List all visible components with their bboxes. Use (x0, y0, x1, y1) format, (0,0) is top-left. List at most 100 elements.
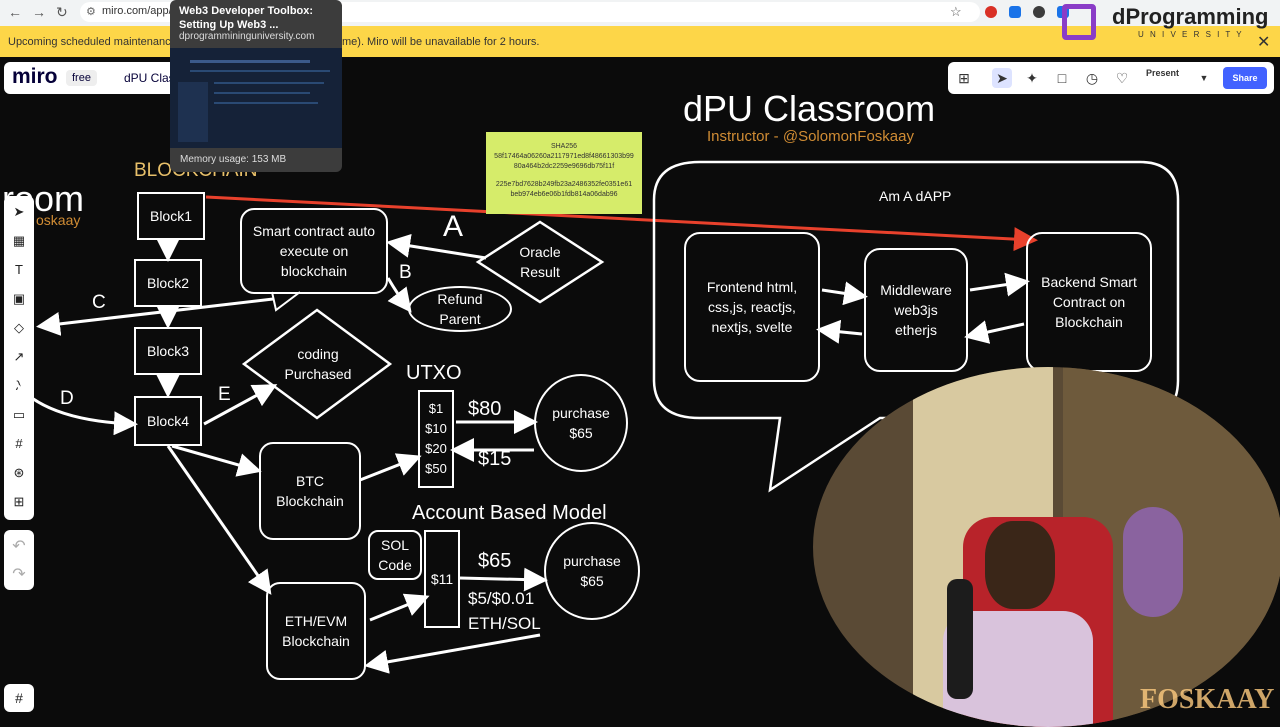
oracle-diamond (475, 220, 605, 304)
block-1[interactable]: Block1 (137, 192, 205, 240)
board-title[interactable]: dPU Class (124, 71, 181, 85)
backend-box[interactable]: Backend Smart Contract on Blockchain (1026, 232, 1152, 372)
dprogramming-logo: dProgramming U N I V E R S I T Y (1060, 0, 1280, 45)
reload-icon[interactable]: ↻ (56, 4, 68, 20)
arrow-middleware-backend (969, 272, 1030, 297)
add-icon[interactable]: ⊞ (13, 494, 25, 509)
frame-tool-icon[interactable]: # (15, 436, 23, 451)
account-fee: $5/$0.01 ETH/SOL (468, 589, 541, 633)
utxo-coin: $1 (428, 401, 444, 416)
bell-icon[interactable]: ♡ (1115, 70, 1129, 86)
bookmark-star-icon[interactable]: ☆ (950, 4, 962, 19)
refund-parent-ellipse[interactable]: Refund Parent (408, 286, 512, 332)
sol-code-box[interactable]: SOL Code (368, 530, 422, 580)
sticky-note-icon[interactable]: ▣ (12, 291, 26, 306)
more-apps-icon[interactable]: ⊛ (13, 465, 25, 480)
board-heading: dPU Classroom (683, 88, 936, 129)
comment-tool-icon[interactable]: ▭ (12, 407, 26, 422)
hover-card-title: Web3 Developer Toolbox: Setting Up Web3 … (179, 5, 314, 31)
close-icon[interactable]: ✕ (1257, 34, 1271, 51)
arrow-block4-btc (171, 444, 262, 477)
left-title-partial: room (2, 178, 85, 219)
select-tool-icon[interactable]: ➤ (13, 204, 25, 219)
logo-mark-icon (1062, 4, 1096, 40)
extension-icon[interactable] (1033, 6, 1045, 18)
undo-redo-panel: ↶ ↷ (4, 530, 34, 590)
instructor-label: Instructor - @SolomonFoskaay (707, 128, 914, 145)
utxo-purchase-circle[interactable]: purchase $65 (534, 374, 628, 472)
arrow-btc-utxo (359, 453, 422, 482)
utxo-coins-box[interactable]: $1 $10 $20 $50 (418, 390, 454, 488)
middleware-box[interactable]: Middleware web3js etherjs (864, 248, 968, 372)
arrow-contract-refund (386, 277, 412, 313)
logo-title: dProgramming (1112, 4, 1269, 29)
arrow-contract-left (36, 295, 291, 336)
present-button[interactable]: Present (1146, 68, 1180, 78)
account-balance-box[interactable]: $11 (424, 530, 460, 628)
arrow-d-block4 (10, 377, 138, 436)
arrow-account-purchase (459, 567, 548, 592)
letter-b: B (399, 262, 412, 283)
tab-hover-card: Web3 Developer Toolbox: Setting Up Web3 … (170, 0, 342, 172)
pointer-icon[interactable]: ➤ (992, 68, 1012, 88)
arrow-block4-eth (166, 445, 272, 595)
letter-c: C (92, 292, 106, 313)
site-info-icon[interactable]: ⚙ (86, 6, 96, 18)
hover-card-thumbnail (170, 48, 342, 148)
utxo-pay: $80 (468, 398, 502, 420)
account-purchase-circle[interactable]: purchase $65 (544, 522, 640, 620)
arrow-backend-middleware (964, 320, 1025, 344)
extension-icon[interactable] (1009, 6, 1021, 18)
frame-template-icon[interactable]: ▦ (12, 233, 26, 248)
eth-blockchain-box[interactable]: ETH/EVM Blockchain (266, 582, 366, 680)
chevron-down-icon[interactable]: ▼ (1199, 73, 1209, 83)
contract-bubble-tail (271, 291, 301, 312)
letter-d: D (60, 388, 74, 409)
oracle-label[interactable]: Oracle Result (519, 244, 561, 280)
tool-palette: ➤ ▦ T ▣ ◇ ↗ λ ▭ # ⊛ ⊞ (4, 196, 34, 520)
arrow-block4-coding (203, 384, 278, 426)
back-icon[interactable]: ← (8, 4, 22, 20)
arrow-eth-account (369, 593, 430, 622)
text-tool-icon[interactable]: T (15, 262, 23, 277)
sticky-hash-1: 58f17464a06260a2117971ed8f48661303b9980a… (494, 153, 634, 170)
share-button[interactable]: Share (1223, 67, 1267, 89)
coding-label[interactable]: coding Purchased (284, 346, 352, 382)
block-3[interactable]: Block3 (134, 327, 202, 375)
extension-icon[interactable] (985, 6, 997, 18)
btc-blockchain-box[interactable]: BTC Blockchain (259, 442, 361, 540)
undo-icon[interactable]: ↶ (12, 538, 26, 555)
frontend-box[interactable]: Frontend html, css,js, reactjs, nextjs, … (684, 232, 820, 382)
shapes-icon[interactable]: ◇ (14, 320, 24, 335)
banner-text-right: me). Miro will be unavailable for 2 hour… (342, 36, 540, 48)
frames-icon[interactable]: # (4, 684, 34, 712)
utxo-coin: $50 (425, 461, 447, 476)
connector-icon[interactable]: ↗ (13, 349, 25, 364)
sha256-sticky-note[interactable]: SHA256 58f17464a06260a2117971ed8f4866130… (486, 132, 642, 214)
arrow-frontend-middleware (821, 281, 868, 306)
reactions-icon[interactable]: ✦ (1026, 70, 1038, 86)
dapp-title: Am A dAPP (879, 188, 952, 204)
red-arrow-block1-backend (205, 195, 1038, 252)
letter-a: A (443, 210, 464, 243)
miro-logo[interactable]: miro (12, 65, 58, 88)
smart-contract-bubble[interactable]: Smart contract auto execute on blockchai… (240, 208, 388, 294)
block-2[interactable]: Block2 (134, 259, 202, 307)
sticky-label: SHA256 (550, 143, 578, 150)
block-4[interactable]: Block4 (134, 396, 202, 446)
left-instructor-partial: oskaay (36, 212, 81, 228)
redo-icon[interactable]: ↷ (12, 566, 26, 583)
utxo-change: $15 (478, 448, 512, 470)
apps-icon[interactable]: ⊞ (958, 70, 970, 86)
hover-card-url: dprogrammininguniversity.com (179, 31, 315, 42)
utxo-coin: $10 (425, 421, 447, 436)
sticky-hash-2: 225e7bd7628b249fb23a2486352fe0351e61beb9… (495, 181, 633, 198)
plan-badge[interactable]: free (66, 70, 97, 86)
memory-usage: Memory usage: 153 MB (180, 154, 287, 165)
foskaay-watermark: FOSKAAY (1140, 684, 1275, 715)
forward-icon[interactable]: → (32, 4, 46, 20)
timer-icon[interactable]: ◷ (1085, 70, 1099, 86)
logo-subtitle: U N I V E R S I T Y (1138, 30, 1244, 39)
comment-icon[interactable]: □ (1057, 70, 1067, 86)
